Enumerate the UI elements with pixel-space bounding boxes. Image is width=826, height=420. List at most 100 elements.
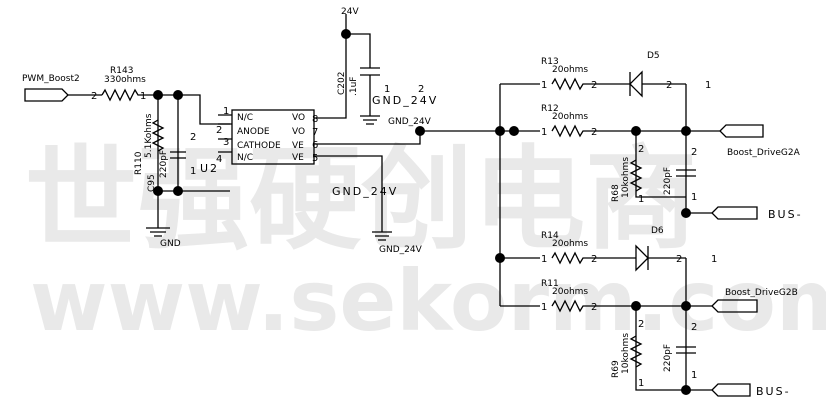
r13-ref: R13 [541, 57, 559, 67]
d6-pin2: 2 [676, 254, 682, 265]
c95-capacitor: C95 220pF 2 1 [147, 132, 196, 192]
r68-pin1: 1 [638, 194, 644, 205]
r14-pin2: 2 [591, 254, 597, 265]
c95-pin2: 2 [190, 132, 196, 143]
ca-capacitor: 220pF 2 1 [663, 147, 697, 203]
r12-ref: R12 [541, 104, 559, 114]
u2-ref: U2 [200, 162, 219, 175]
bus-a-label: BUS- [768, 208, 803, 221]
r13-value: 20ohms [552, 65, 588, 75]
r11-ref: R11 [541, 279, 559, 289]
u2-pin4-num: 4 [216, 154, 222, 165]
wire-vo [314, 34, 347, 119]
gnd-left-symbol: GND [146, 227, 181, 249]
wire-vcc [345, 14, 371, 68]
r143-pin2: 2 [91, 91, 97, 102]
r13-resistor: R13 20ohms 1 2 [541, 57, 630, 91]
pwm-boost2-port: PWM_Boost2 [22, 74, 80, 102]
gnd-net-label: GND_24V [388, 117, 432, 127]
u2-pin1-num: 1 [223, 106, 229, 117]
r68-ref: R68 [611, 184, 621, 202]
ca-pin1: 1 [691, 192, 697, 203]
r12-pin2: 2 [591, 127, 597, 138]
u2-pin5-name: VE [292, 153, 304, 163]
c202-pin2: 2 [418, 84, 424, 95]
c95-ref: C95 [147, 174, 157, 192]
r143-resistor: R143 330ohms 1 [101, 66, 158, 102]
r69-value: 10kohms [621, 333, 631, 374]
bus-a-port: BUS- [711, 206, 803, 221]
r110-resistor: R110 5.1Kohms [134, 113, 165, 175]
d5-pin2: 2 [666, 80, 672, 91]
r69-pin1: 1 [638, 378, 644, 389]
u2-pin1-name: N/C [237, 113, 253, 123]
u2-pin7-name: VO [292, 127, 305, 137]
vcc-24v-label: 24V [341, 7, 359, 17]
r12-pin1: 1 [541, 127, 547, 138]
r110-ref: R110 [134, 151, 144, 175]
r13-pin1: 1 [541, 80, 547, 91]
gnd-cap-symbol: GND_24V [360, 94, 438, 125]
d6-pin1: 1 [711, 254, 717, 265]
r14-ref: R14 [541, 231, 559, 241]
cb-value: 220pF [663, 344, 673, 372]
r14-value: 20ohms [552, 239, 588, 249]
out-b-label: Boost_DriveG2B [725, 288, 798, 298]
ca-value: 220pF [663, 167, 673, 195]
r68-value: 10kohms [621, 157, 631, 198]
wire-ve-lower [314, 155, 383, 232]
c95-pin1: 1 [190, 166, 196, 177]
u2-pin5-num: 5 [312, 153, 318, 164]
ca-pin2: 2 [691, 147, 697, 158]
r69-pin2: 2 [638, 319, 644, 330]
u2-pin3-num: 3 [223, 137, 229, 148]
gnd-mid-text: GND_24V [332, 185, 398, 198]
u2-pin7-num: 7 [312, 127, 318, 138]
u2-pin2-name: ANODE [237, 127, 270, 137]
out-a-label: Boost_DriveG2A [727, 148, 801, 158]
cb-capacitor: 220pF 2 1 [663, 322, 697, 381]
d5-ref: D5 [647, 51, 660, 61]
wire-r68 [635, 131, 686, 198]
c202-capacitor: C202 .1uF 1 2 [337, 67, 424, 116]
r14-resistor: R14 20ohms 1 2 [541, 231, 636, 265]
u2-pin6-name: VE [292, 141, 304, 151]
r69-ref: R69 [611, 360, 621, 378]
d6-diode: D6 2 1 [635, 226, 717, 272]
wire-ve-upper [314, 130, 500, 145]
out-b-port: Boost_DriveG2B [711, 288, 798, 313]
r14-pin1: 1 [541, 254, 547, 265]
r12-resistor: R12 20ohms 1 2 [541, 104, 720, 138]
r143-value: 330ohms [104, 75, 146, 85]
watermark-cn: 世强硬创电商 [25, 135, 697, 265]
r110-value: 5.1Kohms [144, 113, 154, 158]
gnd-mid-label: GND_24V [379, 245, 423, 255]
cb-pin1: 1 [691, 370, 697, 381]
r69-resistor: R69 10kohms 2 1 [611, 319, 644, 389]
r11-pin2: 2 [591, 302, 597, 313]
out-a-port: Boost_DriveG2A [719, 124, 801, 158]
u2-pin4-name: N/C [237, 153, 253, 163]
cb-pin2: 2 [691, 322, 697, 333]
d5-pin1: 1 [705, 80, 711, 91]
u2-pin2-num: 2 [216, 125, 222, 136]
c202-pin1: 1 [384, 84, 390, 95]
r11-value: 20ohms [552, 287, 588, 297]
u2-pin6-num: 6 [312, 140, 318, 151]
u2-pin8-num: 8 [312, 114, 318, 125]
bus-b-port: BUS- [711, 383, 789, 398]
r143-pin1: 1 [140, 91, 146, 102]
r68-pin2: 2 [638, 144, 644, 155]
r68-resistor: R68 10kohms 2 1 [611, 144, 644, 205]
wire-anode [158, 94, 230, 125]
gnd-cap-label: GND_24V [372, 94, 438, 107]
r13-pin2: 2 [591, 80, 597, 91]
c202-value: .1uF [349, 77, 359, 96]
r143-ref: R143 [110, 66, 133, 76]
u2-pin3-name: CATHODE [237, 141, 281, 151]
wire-input-rails [157, 95, 230, 192]
u2-pin8-name: VO [292, 113, 305, 123]
pwm-boost2-label: PWM_Boost2 [22, 74, 80, 84]
d6-ref: D6 [651, 226, 664, 236]
